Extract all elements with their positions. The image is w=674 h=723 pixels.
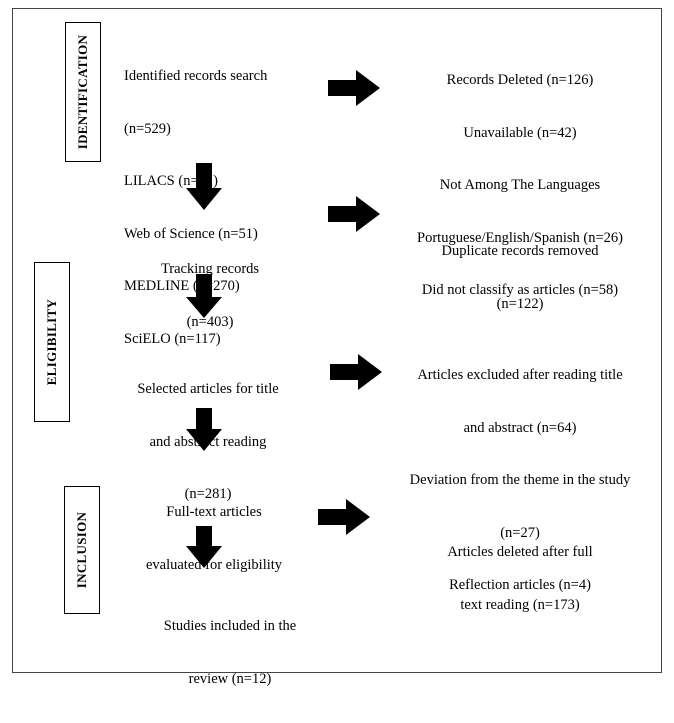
right-arrow-icon <box>328 196 380 232</box>
down-arrow-icon <box>186 163 222 210</box>
text-line: Articles excluded after reading title <box>417 367 623 383</box>
text-line: Unavailable (n=42) <box>463 124 577 141</box>
text-line: Not Among The Languages <box>439 177 601 193</box>
text-line: Records Deleted (n=126) <box>446 72 594 88</box>
text-line: evaluated for eligibility <box>145 556 283 573</box>
stage-identification: IDENTIFICATION <box>65 22 101 162</box>
selected-articles-text: Selected articles for title and abstract… <box>118 346 298 539</box>
duplicates-removed-text: Duplicate records removed (n=122) <box>400 208 640 348</box>
text-line: Selected articles for title <box>137 381 279 397</box>
text-line: (n=122) <box>496 295 544 312</box>
right-arrow-icon <box>318 499 370 535</box>
fulltext-articles-text: Full-text articles evaluated for eligibi… <box>124 469 304 609</box>
text-line: (n=27) <box>500 524 540 541</box>
text-line: Deviation from the theme in the study <box>409 472 631 488</box>
diagram-frame <box>12 8 662 673</box>
text-line: Duplicate records removed <box>441 243 599 259</box>
text-line: Studies included in the <box>163 618 297 634</box>
text-line: (n=529) <box>124 120 171 137</box>
text-line: SciELO (n=117) <box>124 330 221 347</box>
right-arrow-icon <box>330 354 382 390</box>
text-line: Tracking records <box>160 261 260 277</box>
stage-inclusion: INCLUSION <box>64 486 100 614</box>
records-deleted-text: Records Deleted (n=126) Unavailable (n=4… <box>380 37 660 335</box>
prisma-flow-diagram: IDENTIFICATION ELIGIBILITY INCLUSION Ide… <box>34 22 660 687</box>
text-line: (n=403) <box>186 313 234 330</box>
fulltext-deleted-text: Articles deleted after full text reading… <box>400 509 640 649</box>
text-line: and abstract (n=64) <box>463 419 577 436</box>
stage-eligibility: ELIGIBILITY <box>34 262 70 422</box>
title-abstract-excluded-text: Articles excluded after reading title an… <box>380 332 660 630</box>
text-line: Did not classify as articles (n=58) <box>421 282 619 298</box>
text-line: (n=281) <box>184 486 232 502</box>
text-line: Portuguese/English/Spanish (n=26) <box>417 229 623 246</box>
right-arrow-icon <box>328 70 380 106</box>
down-arrow-icon <box>186 526 222 568</box>
down-arrow-icon <box>186 274 222 318</box>
down-arrow-icon <box>186 408 222 451</box>
text-line: Identified records search <box>124 68 268 84</box>
tracking-records-text: Tracking records (n=403) <box>130 226 290 366</box>
text-line: text reading (n=173) <box>460 596 580 613</box>
text-line: Articles deleted after full <box>447 544 593 560</box>
text-line: Web of Science (n=51) <box>124 225 258 242</box>
text-line: Full-text articles <box>166 504 262 520</box>
text-line: Reflection articles (n=4) <box>449 577 591 593</box>
arrows-layer <box>186 70 382 568</box>
